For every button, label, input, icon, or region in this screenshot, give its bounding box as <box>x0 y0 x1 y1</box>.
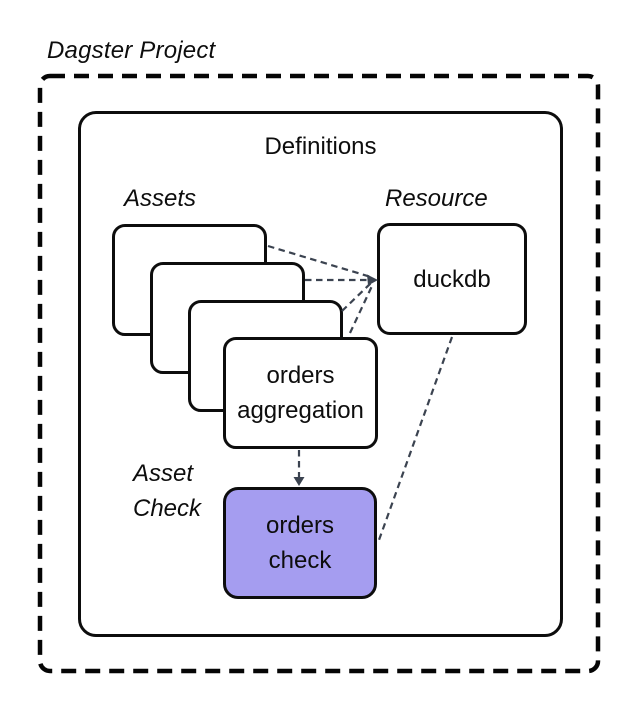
orders-aggregation-label-line2: aggregation <box>237 397 364 424</box>
asset-node-orders-aggregation: orders aggregation <box>223 337 378 449</box>
definitions-title: Definitions <box>264 133 377 160</box>
assets-group-label: Assets <box>124 185 197 212</box>
orders-aggregation-label-line1: orders <box>266 362 335 389</box>
asset-check-label-line1: Asset <box>133 460 194 487</box>
asset-check-group-label: Asset Check <box>133 456 201 526</box>
project-title: Dagster Project <box>47 37 216 64</box>
orders-check-label-line2: check <box>268 547 332 574</box>
asset-check-node-orders-check: orders check <box>223 487 377 599</box>
orders-check-label-line1: orders <box>265 512 335 539</box>
resource-group-label: Resource <box>385 185 488 212</box>
asset-check-label-line2: Check <box>133 495 202 522</box>
duckdb-label: duckdb <box>413 265 491 293</box>
resource-node-duckdb: duckdb <box>377 223 527 335</box>
